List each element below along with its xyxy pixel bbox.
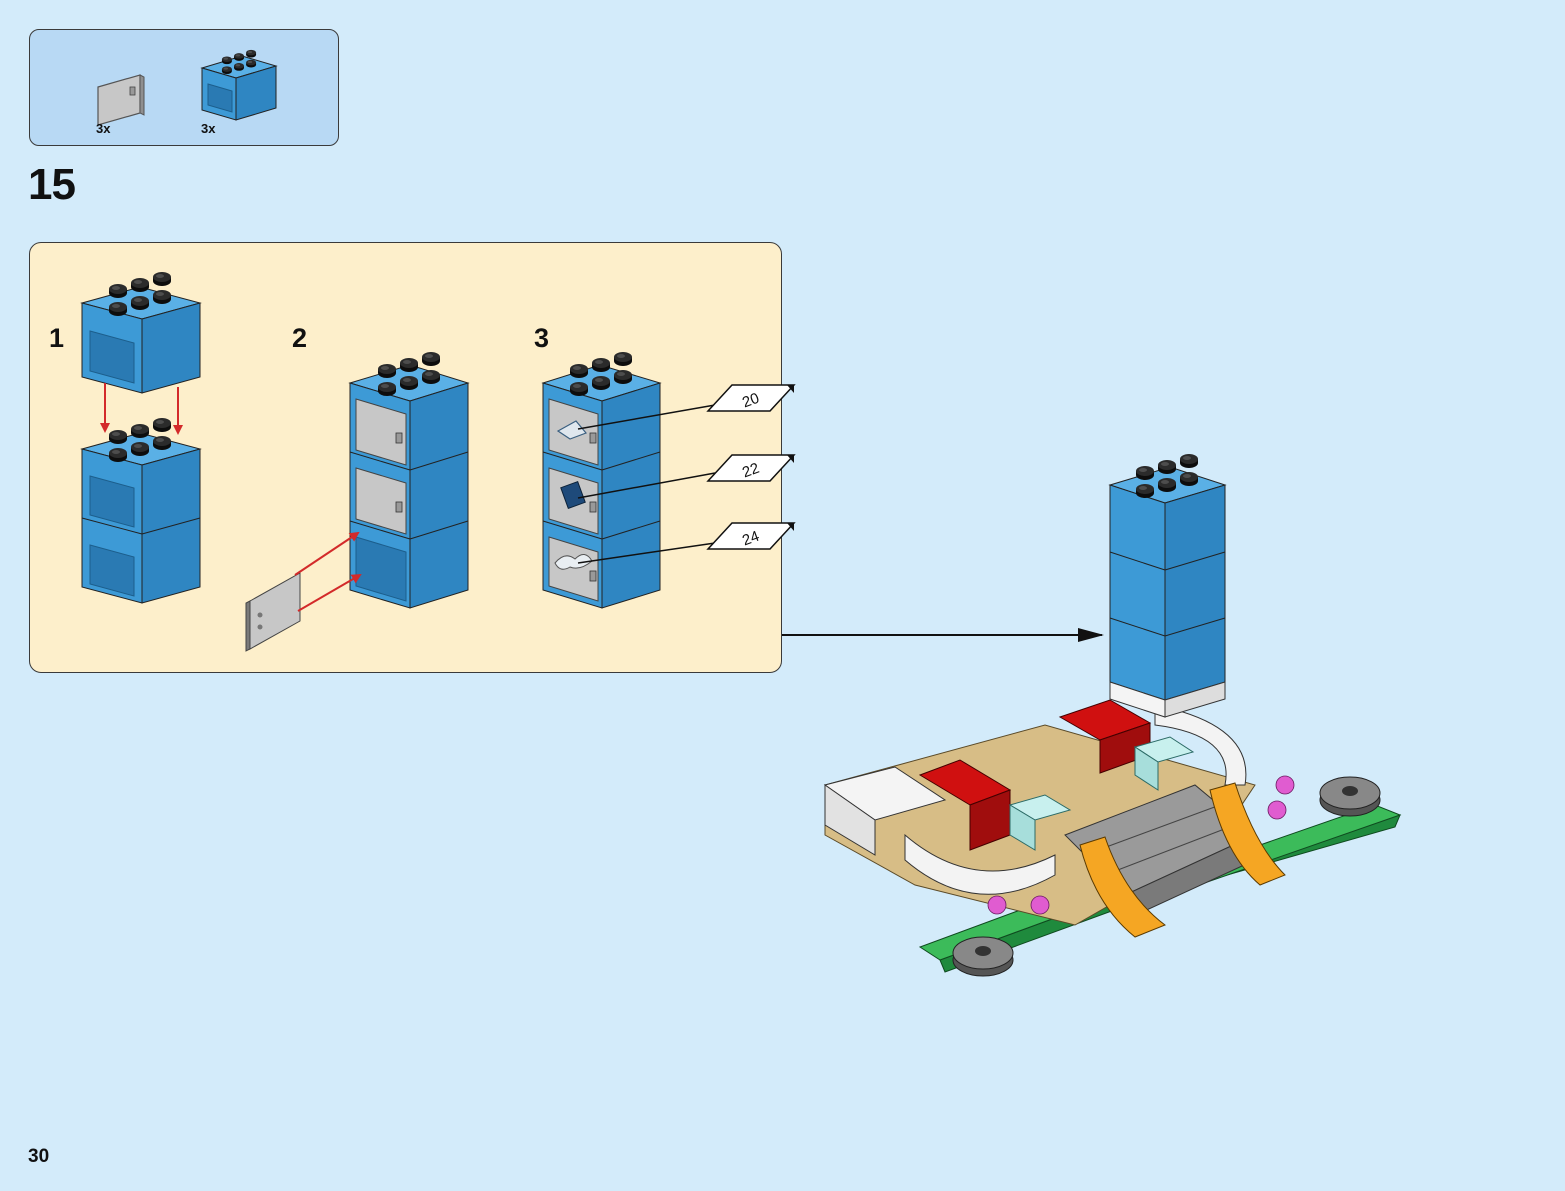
red-arrow xyxy=(297,573,362,612)
main-model-illustration xyxy=(823,454,1402,977)
pink-flower xyxy=(1267,800,1287,820)
door-panel-quantity: 3x xyxy=(96,121,111,136)
blue-frame-brick-top xyxy=(80,272,202,394)
blue-frame-brick-part-icon xyxy=(200,38,278,121)
stacked-blue-frame-bricks xyxy=(80,418,202,604)
sticker-callouts: 20 22 24 xyxy=(577,384,796,564)
orange-slope xyxy=(1079,836,1167,938)
sticker-20-label: 20 xyxy=(740,390,761,412)
door-panel-part-icon xyxy=(97,74,145,126)
sticker-22-tag: 22 xyxy=(706,454,796,482)
substep-number-1: 1 xyxy=(49,323,65,353)
grey-round-plate xyxy=(1319,776,1381,817)
substep-number-2: 2 xyxy=(292,323,308,353)
blue-frame-stack-with-doors xyxy=(348,352,470,609)
placement-arrow xyxy=(782,628,1104,642)
grey-round-plate xyxy=(952,936,1014,977)
pink-flower xyxy=(1030,895,1050,915)
blue-locker-column xyxy=(1108,454,1227,701)
orange-slope xyxy=(1209,782,1286,886)
substep-number-3: 3 xyxy=(534,323,550,353)
substep-3-illustration: 20 22 24 xyxy=(541,352,796,609)
sticker-22-label: 22 xyxy=(740,460,761,482)
door-panel xyxy=(245,572,301,652)
finished-locker-stack xyxy=(541,352,662,609)
parts-needed-box: 3x 3x xyxy=(29,29,339,146)
red-arrow xyxy=(294,531,360,576)
page-number: 30 xyxy=(28,1146,50,1167)
pink-flower xyxy=(987,895,1007,915)
substep-1-illustration xyxy=(80,283,202,604)
sticker-24-tag: 24 xyxy=(706,522,796,550)
step-number: 15 xyxy=(28,160,76,209)
substep-2-illustration xyxy=(245,352,470,652)
pink-flower xyxy=(1275,775,1295,795)
substep-callout-box: 1 2 3 xyxy=(29,242,796,673)
sticker-20-tag: 20 xyxy=(706,384,796,412)
sticker-24-label: 24 xyxy=(740,528,761,550)
blue-frame-brick-quantity: 3x xyxy=(201,121,216,136)
